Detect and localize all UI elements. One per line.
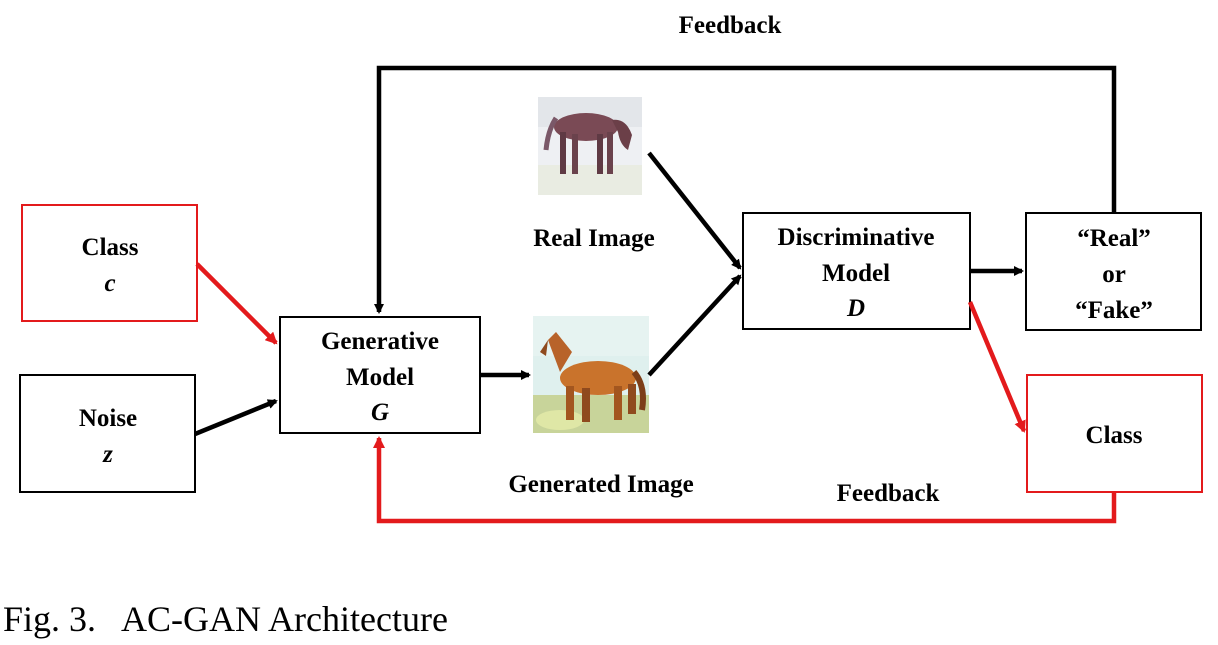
feedback-top-label: Feedback <box>679 12 782 39</box>
horse-photo-real-icon <box>538 97 642 195</box>
feedback-top-arrow <box>374 65 1117 314</box>
generator-line2: Model <box>346 364 414 391</box>
real-fake-line1: “Real” <box>1077 225 1151 252</box>
discriminator-box: Discriminative Model D <box>742 212 971 330</box>
ac-gan-diagram: Feedback Class c Noise z Generative Mode… <box>19 12 1203 524</box>
real-fake-box: “Real” or “Fake” <box>1025 212 1202 331</box>
generator-line1: Generative <box>321 328 439 355</box>
class-input-box: Class c <box>21 204 198 322</box>
generated-image-to-discriminator-arrow <box>647 274 742 377</box>
figure-caption: Fig. 3. AC-GAN Architecture <box>3 599 448 639</box>
class-to-generator-arrow <box>195 262 278 345</box>
generator-box: Generative Model G <box>279 316 481 434</box>
discriminator-to-class-arrow <box>967 301 1027 433</box>
real-fake-line3: “Fake” <box>1075 297 1153 324</box>
noise-input-box: Noise z <box>19 374 196 493</box>
real-fake-line2: or <box>1102 261 1126 288</box>
discriminator-line2: Model <box>822 260 890 287</box>
class-input-label: Class <box>82 234 139 261</box>
noise-to-generator-arrow <box>194 398 278 437</box>
real-image-label: Real Image <box>533 225 655 252</box>
real-image-to-discriminator-arrow <box>647 151 742 270</box>
class-output-label: Class <box>1086 422 1143 449</box>
feedback-bottom-arrow <box>373 436 1117 524</box>
generated-image-label: Generated Image <box>508 471 693 498</box>
generator-var: G <box>371 399 389 426</box>
horse-photo-generated-icon <box>533 316 649 433</box>
noise-input-label: Noise <box>79 405 137 432</box>
feedback-bottom-label: Feedback <box>837 480 940 507</box>
discriminator-var: D <box>846 295 865 322</box>
noise-input-var: z <box>102 441 113 468</box>
class-input-var: c <box>104 270 115 297</box>
discriminator-line1: Discriminative <box>778 224 935 251</box>
class-output-box: Class <box>1026 374 1203 493</box>
